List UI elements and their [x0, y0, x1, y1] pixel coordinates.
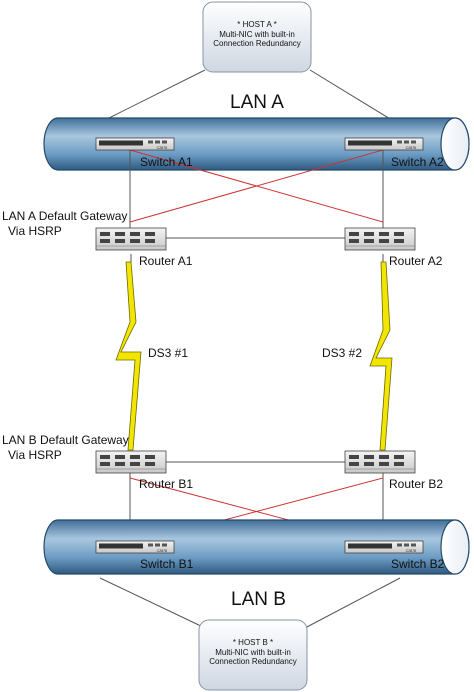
- lan-a-pipe: [43, 117, 470, 171]
- router-a2-label: Router A2: [389, 254, 443, 268]
- gateway-b-line-2: Via HSRP: [8, 448, 62, 462]
- router-b2-label: Router B2: [389, 477, 444, 491]
- ds3-1-link-bolt: [115, 254, 142, 451]
- switch-b1-device: C2878: [95, 540, 175, 554]
- gateway-a-line-1: LAN A Default Gateway: [2, 209, 128, 223]
- gateway-a-line-2: Via HSRP: [8, 224, 62, 238]
- router-b1-device: [95, 450, 167, 474]
- host-b-link-left: [99, 577, 206, 629]
- switch-a2-label: Switch A2: [391, 155, 444, 169]
- host-a-desc-1: Multi-NIC with built-in: [219, 29, 295, 39]
- router-b2-device: [344, 450, 416, 474]
- switch-b2-label: Switch B2: [391, 557, 445, 571]
- switch-a1-device: C2878: [95, 137, 175, 151]
- lan-b-pipe: [43, 519, 470, 575]
- lan-b-pipe-end: [440, 519, 470, 575]
- switch-b2-model: C2878: [406, 549, 416, 553]
- host-a-title: * HOST A *: [237, 20, 277, 29]
- host-b-title: * HOST B *: [232, 638, 274, 647]
- lan-a-label: LAN A: [230, 92, 284, 113]
- switch-a1-label: Switch A1: [140, 155, 193, 169]
- host-b-box: [198, 619, 308, 691]
- router-a2-device: [344, 227, 416, 251]
- host-b-link-right: [304, 577, 401, 629]
- ds3-2-link-bolt: [369, 254, 393, 451]
- router-a1-label: Router A1: [139, 254, 193, 268]
- cross-link-a2-to-a1: [129, 149, 384, 223]
- switch-a1-model: C2878: [157, 146, 167, 150]
- switch-b2-device: C2878: [344, 540, 424, 554]
- ds3-2-label: DS3 #2: [322, 346, 363, 360]
- switch-b1-model: C2878: [157, 549, 167, 553]
- host-b-label: * HOST B * Multi-NIC with built-in Conne…: [198, 638, 308, 667]
- router-a1-device: [95, 227, 167, 251]
- switch-a2-device: C2878: [344, 137, 424, 151]
- lan-b-label: LAN B: [231, 589, 286, 610]
- switch-a2-model: C2878: [406, 146, 416, 150]
- host-a-box: [202, 1, 312, 73]
- ds3-1-label: DS3 #1: [148, 346, 189, 360]
- router-b1-label: Router B1: [139, 477, 194, 491]
- switch-b1-label: Switch B1: [140, 557, 194, 571]
- host-b-desc-2: Connection Redundancy: [209, 657, 297, 666]
- host-a-desc-2: Connection Redundancy: [213, 39, 301, 48]
- host-a-link-right: [309, 69, 401, 126]
- host-a-label: * HOST A * Multi-NIC with built-in Conne…: [202, 20, 312, 49]
- lan-a-pipe-end: [440, 117, 470, 171]
- host-b-desc-1: Multi-NIC with built-in: [215, 647, 291, 657]
- host-a-link-left: [94, 69, 206, 126]
- gateway-b-line-1: LAN B Default Gateway: [2, 433, 129, 447]
